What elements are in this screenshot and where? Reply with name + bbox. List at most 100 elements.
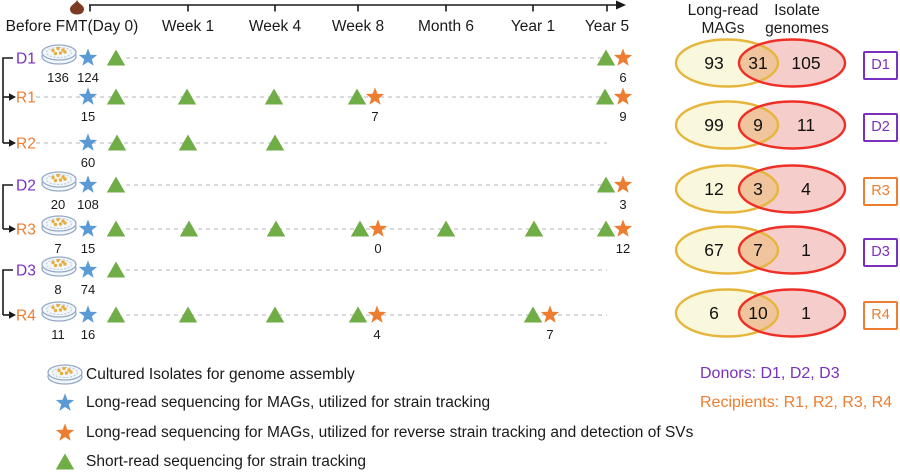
stool-shape: [70, 0, 84, 15]
venn-overlap-region: [739, 39, 778, 87]
petri-dish-inner: [46, 174, 72, 185]
bracket-line: [2, 269, 13, 315]
blue-star-icon: [46, 389, 86, 417]
bracket-arrowhead: [9, 225, 16, 233]
venn-overlap-region: [739, 101, 778, 149]
venn-overlap-count: 7: [753, 240, 763, 260]
isolate-count: 11: [51, 327, 65, 342]
marker-count: 3: [619, 197, 626, 212]
row-label-R1: R1: [16, 90, 36, 107]
venn-right-ellipse-border: [737, 288, 847, 338]
green-triangle-icon: [106, 306, 126, 323]
green-triangle-icon: [524, 220, 544, 237]
bracket-arrowhead: [9, 93, 16, 101]
orange-star-icon: [55, 423, 75, 441]
green-triangle-icon: [347, 88, 367, 105]
axis-tick-label: Year 5: [585, 18, 629, 35]
row-label-R4: R4: [16, 308, 36, 325]
petri-dish-inner: [46, 304, 72, 315]
petri-dish-icon: [47, 364, 83, 385]
green-triangle-icon: [106, 261, 126, 278]
venn-sample-label-D3: D3: [863, 237, 898, 267]
venn-left-count: 6: [709, 303, 719, 323]
venn-R4: 6 10 1: [674, 288, 847, 338]
green-triangle-icon: [178, 306, 198, 323]
legend-item-cultured-isolates: Cultured Isolates for genome assembly: [46, 362, 355, 388]
blue-star-icon: [78, 305, 98, 323]
colony-dot: [63, 177, 67, 181]
colony-dot: [57, 368, 61, 373]
donor-recipient-bracket: [2, 184, 16, 233]
venn-right-count: 4: [801, 179, 811, 199]
axis-tick-label: Year 1: [511, 18, 555, 35]
venn-right-ellipse-border: [737, 164, 847, 214]
colony-dot: [58, 178, 63, 182]
colony-dot: [51, 219, 55, 224]
venn-left-count: 67: [704, 240, 723, 260]
venn-sample-label-R4: R4: [863, 300, 898, 330]
colony-dot: [53, 222, 58, 227]
venn-right-count: 105: [791, 53, 820, 73]
colony-dot: [51, 305, 55, 310]
green-triangle-icon: [595, 88, 615, 105]
petri-dish-inner: [46, 259, 72, 270]
petri-dish-inner: [52, 367, 78, 378]
green-triangle-icon: [348, 306, 368, 323]
legend-item-short-read: Short-read sequencing for strain trackin…: [46, 449, 366, 473]
colony-dot: [63, 50, 67, 54]
colony-dot: [62, 366, 66, 371]
bracket-arrowhead: [9, 139, 16, 147]
petri-dish-icon: [41, 301, 77, 322]
legend-item-long-read-reverse-tracking: Long-read sequencing for MAGs, utilized …: [46, 420, 693, 446]
green-triangle-icon: [350, 220, 370, 237]
colony-dot: [51, 48, 55, 53]
venn-sample-label-R3: R3: [863, 176, 898, 206]
colony-dot: [53, 308, 58, 313]
marker-count: 108: [77, 197, 99, 212]
blue-star-icon: [78, 175, 98, 193]
green-triangle-icon: [106, 176, 126, 193]
marker-count: 124: [77, 70, 99, 85]
marker-count: 4: [373, 327, 380, 342]
venn-column-header-long-read-mags: Long-read MAGs: [673, 2, 773, 38]
colony-dot: [56, 258, 60, 263]
legend-item-label: Long-read sequencing for MAGs, utilized …: [86, 394, 491, 411]
colony-dot: [58, 51, 63, 55]
green-triangle-icon: [436, 220, 456, 237]
marker-count: 9: [619, 109, 626, 124]
venn-sample-label-D1: D1: [863, 50, 898, 80]
green-triangle-icon: [523, 306, 543, 323]
orange-star-icon: [55, 423, 75, 441]
venn-header-line: Long-read: [687, 2, 759, 19]
blue-star-icon: [78, 133, 98, 151]
marker-count: 16: [81, 327, 95, 342]
orange-star-icon: [367, 305, 387, 323]
venn-right-count: 11: [797, 115, 815, 135]
isolate-count: 136: [47, 70, 69, 85]
isolate-count: 7: [54, 241, 61, 256]
green-triangle-icon: [266, 220, 286, 237]
venn-overlap-count: 31: [748, 53, 767, 73]
venn-left-ellipse-border: [674, 164, 780, 214]
venn-overlap-count: 10: [748, 303, 768, 323]
venn-header-line: MAGs: [701, 20, 745, 37]
marker-count: 7: [371, 109, 378, 124]
green-triangle-icon: [106, 220, 126, 237]
donor-recipient-bracket: [2, 57, 16, 147]
colony-dot: [63, 221, 67, 225]
petri-dish-icon: [41, 256, 77, 277]
green-triangle-icon: [55, 453, 75, 470]
venn-right-count: 1: [801, 303, 811, 323]
colony-dot: [56, 303, 60, 308]
colony-dot: [58, 263, 63, 267]
venn-column-header-isolate-genomes: Isolate genomes: [747, 2, 847, 38]
isolate-count: 20: [51, 197, 65, 212]
legend-item-label: Cultured Isolates for genome assembly: [86, 366, 355, 383]
marker-count: 6: [619, 70, 626, 85]
marker-count: 60: [81, 155, 95, 170]
green-triangle-icon: [177, 88, 197, 105]
venn-left-count: 12: [704, 179, 723, 199]
green-triangle-icon: [265, 306, 285, 323]
